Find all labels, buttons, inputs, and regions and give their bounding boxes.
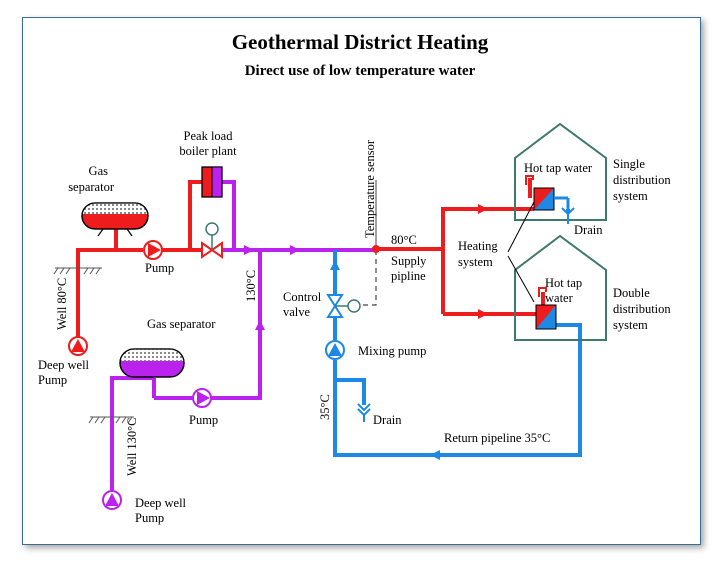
ground-hatch-top: [53, 267, 102, 275]
diagram-title: Geothermal District Heating: [232, 30, 489, 54]
heat-exchanger-single: [533, 187, 570, 212]
gas-separator-bottom: [119, 348, 185, 378]
very-hot-pipe-arrows: [244, 245, 300, 330]
control-valve-label-2: valve: [283, 305, 311, 319]
hot-pipes: [76, 178, 545, 340]
deep-well-top-label-1: Deep well: [38, 358, 90, 372]
hot-pipe-arrows: [478, 204, 488, 319]
hot-tap-double-label-2: water: [545, 291, 574, 305]
cold-pipe-arrows: [330, 260, 440, 460]
pump-top: [143, 240, 163, 260]
well-80-label: Well 80°C: [55, 278, 69, 330]
pump-bottom-label: Pump: [189, 413, 218, 427]
heating-system-label-1: Heating: [458, 239, 498, 253]
heating-system-pointers: [507, 201, 535, 303]
gas-separator-top-label-2: separator: [68, 180, 115, 194]
house-single: [514, 122, 607, 221]
pump-bottom: [192, 388, 212, 408]
mixing-pump-label: Mixing pump: [358, 344, 426, 358]
return-pipeline-label: Return pipeline 35°C: [444, 431, 550, 445]
heating-system-label-2: system: [458, 255, 493, 269]
peak-load-boiler: [201, 166, 223, 198]
hot-tap-double-icon: [538, 287, 547, 297]
temperature-sensor: [355, 180, 380, 306]
cold-pipes: [333, 209, 582, 457]
temperature-sensor-label: Temperature sensor: [363, 139, 377, 238]
hot-tap-single-label: Hot tap water: [524, 161, 593, 175]
single-system-label-3: system: [613, 189, 648, 203]
pump-top-label: Pump: [145, 261, 174, 275]
boiler-valve: [201, 222, 223, 259]
control-valve: [326, 294, 361, 318]
supply-pipeline-label-1: Supply: [391, 254, 427, 268]
supply-pipeline-label-2: pipline: [391, 269, 426, 283]
deep-well-pump-bottom: [102, 490, 122, 510]
well-130-label: Well 130°C: [125, 417, 139, 476]
hot-tap-double-label-1: Hot tap: [545, 276, 582, 290]
hot-tap-single-icon: [525, 175, 534, 185]
single-system-label-1: Single: [613, 157, 645, 171]
double-system-label-1: Double: [613, 286, 650, 300]
gas-separator-top-label-1: Gas: [89, 164, 109, 178]
gas-separator-bottom-label: Gas separator: [147, 317, 216, 331]
temp-35-label: 35°C: [318, 394, 332, 420]
peak-load-label-2: boiler plant: [179, 144, 237, 158]
diagram-subtitle: Direct use of low temperature water: [245, 63, 476, 79]
deep-well-bottom-label-1: Deep well: [135, 496, 187, 510]
drain-right-label: Drain: [574, 223, 603, 237]
deep-well-top-label-2: Pump: [38, 373, 67, 387]
single-system-label-2: distribution: [613, 173, 671, 187]
drain-left-icon: [357, 403, 371, 422]
deep-well-pump-top: [68, 336, 88, 356]
temp-130-label: 130°C: [244, 270, 258, 302]
deep-well-bottom-label-2: Pump: [135, 511, 164, 525]
double-system-label-2: distribution: [613, 302, 671, 316]
mixing-pump: [325, 340, 345, 360]
drain-right-icon: [561, 207, 575, 224]
control-valve-label-1: Control: [283, 290, 322, 304]
peak-load-label-1: Peak load: [184, 129, 234, 143]
drain-left-label: Drain: [373, 413, 402, 427]
double-system-label-3: system: [613, 318, 648, 332]
heat-exchanger-double: [535, 304, 557, 330]
ground-hatch-bottom: [88, 416, 134, 424]
gas-separator-top: [81, 202, 149, 237]
supply-temp-label: 80°C: [391, 233, 417, 247]
house-double: [514, 234, 607, 341]
